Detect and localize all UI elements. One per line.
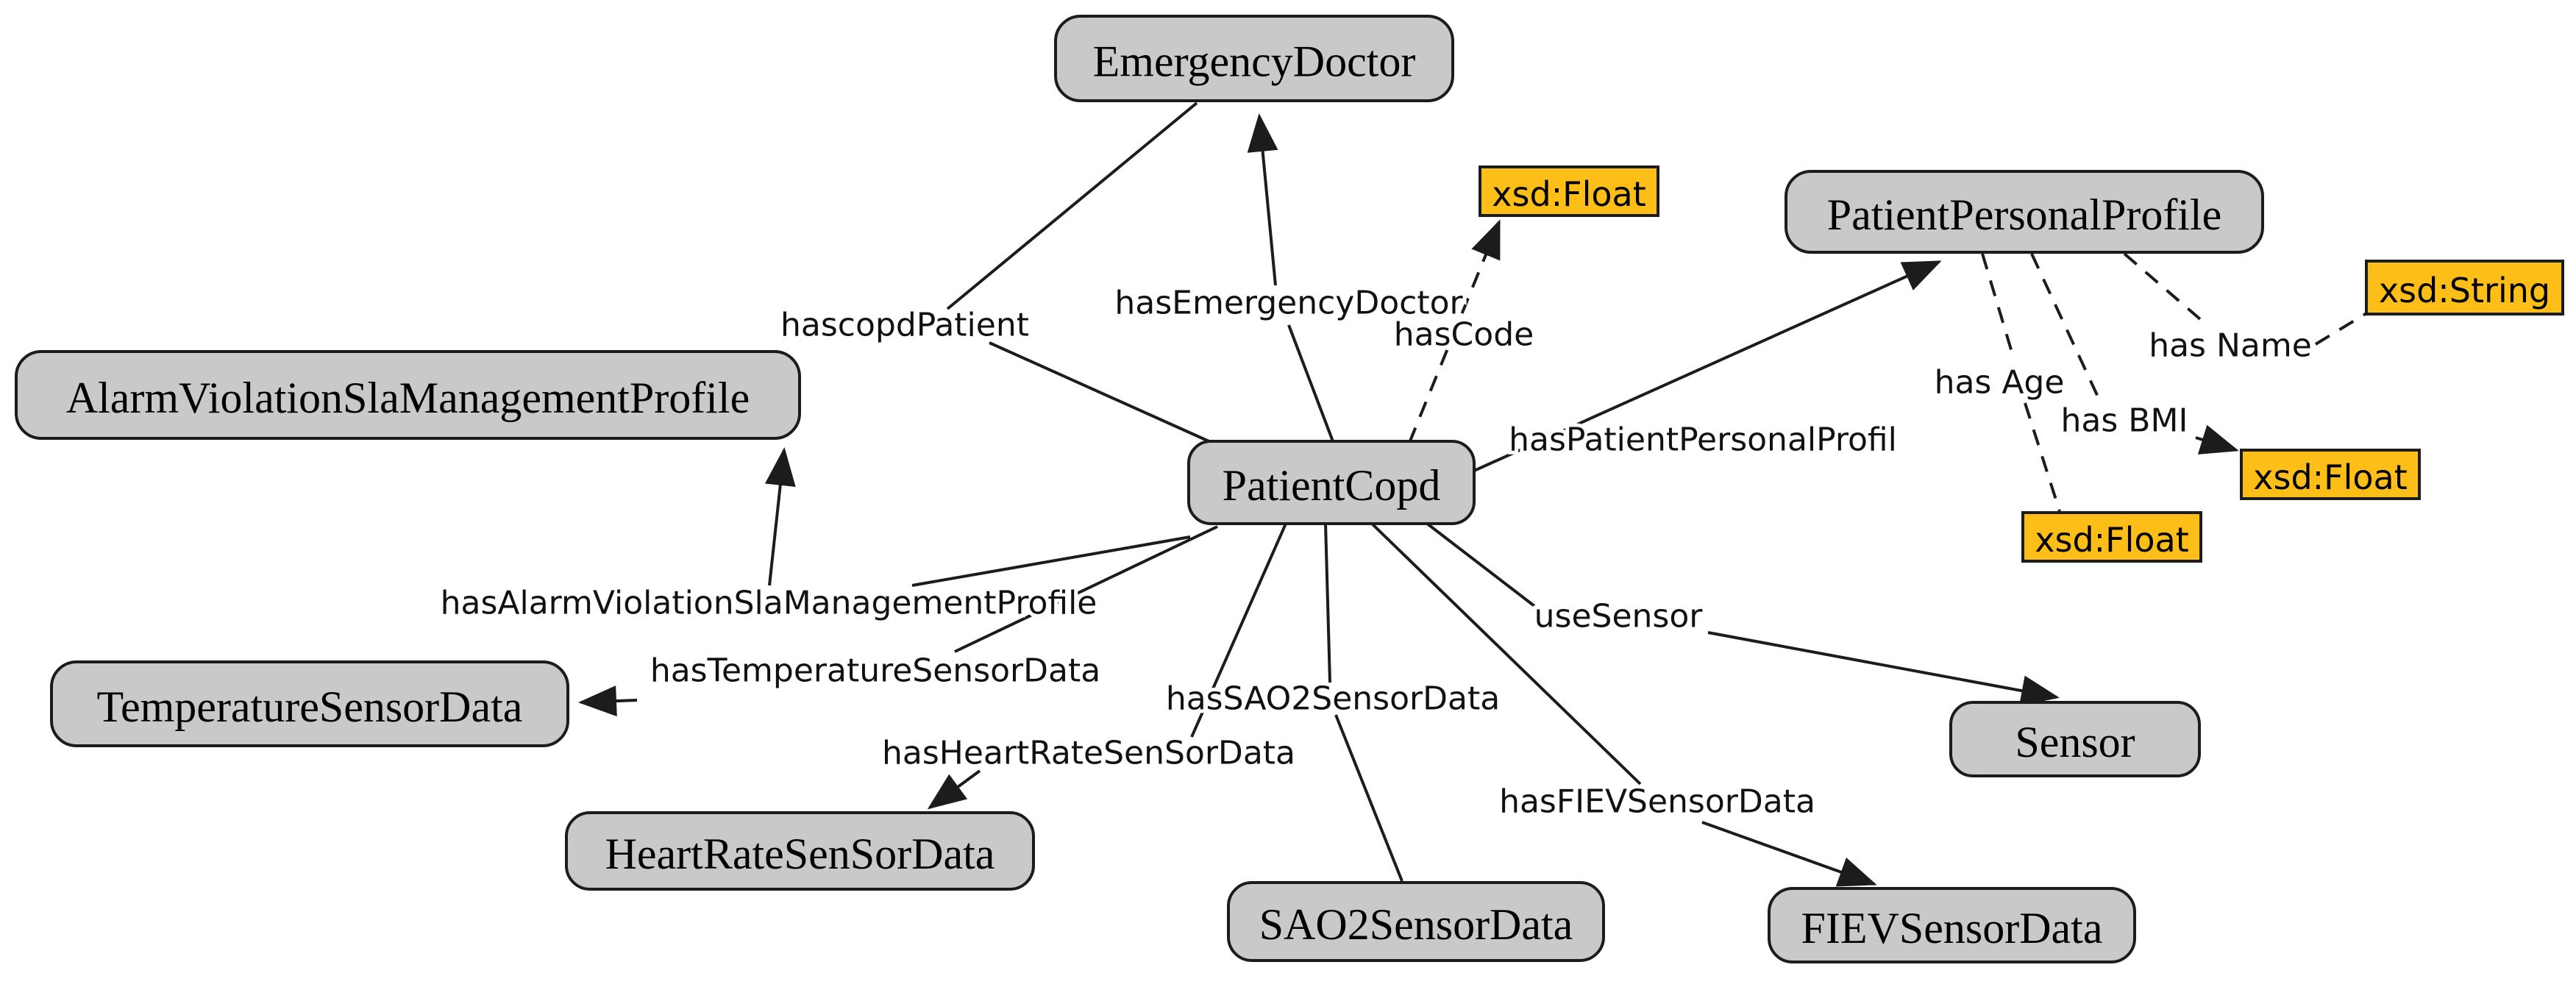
heart-rate-sensor-data-label: HeartRateSenSorData (605, 830, 995, 878)
sao2-sensor-data-label: SAO2SensorData (1259, 900, 1573, 949)
has-sao2-sensor-data-edge-segment (1334, 714, 1403, 882)
has-copd-patient-label: hascopdPatient (780, 307, 1029, 344)
use-sensor-edge-segment (1422, 519, 1536, 607)
xsd-float-age-node (2021, 511, 2202, 563)
xsd-float-age-label: xsd:Float (2035, 520, 2189, 560)
has-age-label: has Age (1935, 364, 2065, 402)
patient-personal-profile-label: PatientPersonalProfile (1827, 190, 2222, 239)
has-patient-personal-profil-label: hasPatientPersonalProfil (1509, 421, 1897, 459)
xsd-float-bmi-label: xsd:Float (2253, 457, 2408, 497)
has-temperature-sensor-data-edge-segment (578, 685, 638, 717)
has-sao2-sensor-data-label: hasSAO2SensorData (1166, 680, 1500, 718)
patient-copd-label: PatientCopd (1223, 461, 1441, 510)
has-name-edge-segment (2123, 252, 2207, 325)
use-sensor-label: useSensor (1534, 598, 1704, 635)
has-alarm-violation-sla-management-profile-edge-segment (911, 535, 1191, 587)
has-alarm-violation-sla-management-profile-label: hasAlarmViolationSlaManagementProfile (441, 585, 1097, 622)
has-temperature-sensor-data-edge-segment (954, 525, 1218, 653)
emergency-doctor-node (1054, 15, 1454, 102)
has-bmi-edge-segment (2195, 424, 2239, 455)
has-name-label: has Name (2149, 327, 2312, 365)
has-heart-rate-sensor-data-edge-segment (1190, 523, 1287, 738)
edge-labels-layer: hasEmergencyDoctor hascopdPatient hasCode h… (437, 281, 2316, 824)
has-emergency-doctor-edge-segment (1247, 113, 1278, 286)
alarm-violation-sla-management-profile-node (15, 350, 801, 440)
has-heart-rate-sensor-data-edge-segment (927, 769, 981, 810)
sao2-sensor-data-node (1227, 881, 1605, 962)
temperature-sensor-data-label: TemperatureSensorData (97, 683, 523, 731)
alarm-violation-sla-management-profile-label: AlarmViolationSlaManagementProfile (66, 374, 750, 422)
has-bmi-label: has BMI (2061, 402, 2188, 440)
emergency-doctor-label: EmergencyDoctor (1093, 38, 1416, 86)
edges-layer (578, 101, 2368, 887)
use-sensor-edge-segment (1707, 631, 2060, 706)
xsd-string-name-node (2365, 260, 2564, 316)
has-copd-patient-edge-segment (946, 101, 1198, 310)
patient-personal-profile-node (1785, 170, 2264, 254)
has-age-edge-segment (1981, 253, 2014, 355)
has-fiev-sensor-data-edge-segment (1370, 522, 1642, 785)
has-temperature-sensor-data-label: hasTemperatureSensorData (650, 652, 1100, 690)
nodes-layer: EmergencyDoctor xsd:Float PatientPersonalP… (15, 15, 2564, 963)
xsd-float-code-label: xsd:Float (1492, 174, 1646, 214)
has-emergency-doctor-label: hasEmergencyDoctor (1114, 285, 1463, 322)
has-fiev-sensor-data-edge-segment (1701, 821, 1877, 887)
has-heart-rate-sensor-data-label: hasHeartRateSenSorData (882, 735, 1295, 772)
has-code-label: hasCode (1394, 316, 1534, 354)
has-code-edge-segment (1408, 219, 1501, 443)
fiev-sensor-data-label: FIEVSensorData (1801, 904, 2103, 952)
fiev-sensor-data-node (1768, 887, 2136, 963)
has-fiev-sensor-data-label: hasFIEVSensorData (1499, 783, 1815, 821)
has-name-edge-segment (2314, 312, 2368, 346)
has-sao2-sensor-data-edge-segment (1324, 523, 1331, 683)
xsd-string-name-label: xsd:String (2379, 271, 2550, 310)
xsd-float-bmi-node (2240, 449, 2421, 500)
patient-copd-node (1187, 440, 1476, 525)
has-patient-personal-profil-edge-segment (1473, 260, 1942, 472)
has-copd-patient-edge-segment (989, 341, 1213, 444)
xsd-float-code-node (1479, 165, 1659, 217)
has-age-edge-segment (2024, 402, 2061, 512)
has-alarm-violation-sla-management-profile-edge-segment (764, 447, 796, 586)
sensor-node (1949, 701, 2201, 777)
heart-rate-sensor-data-node (565, 811, 1035, 891)
has-emergency-doctor-edge-segment (1287, 324, 1334, 442)
sensor-label: Sensor (2015, 718, 2135, 766)
temperature-sensor-data-node (50, 660, 569, 747)
